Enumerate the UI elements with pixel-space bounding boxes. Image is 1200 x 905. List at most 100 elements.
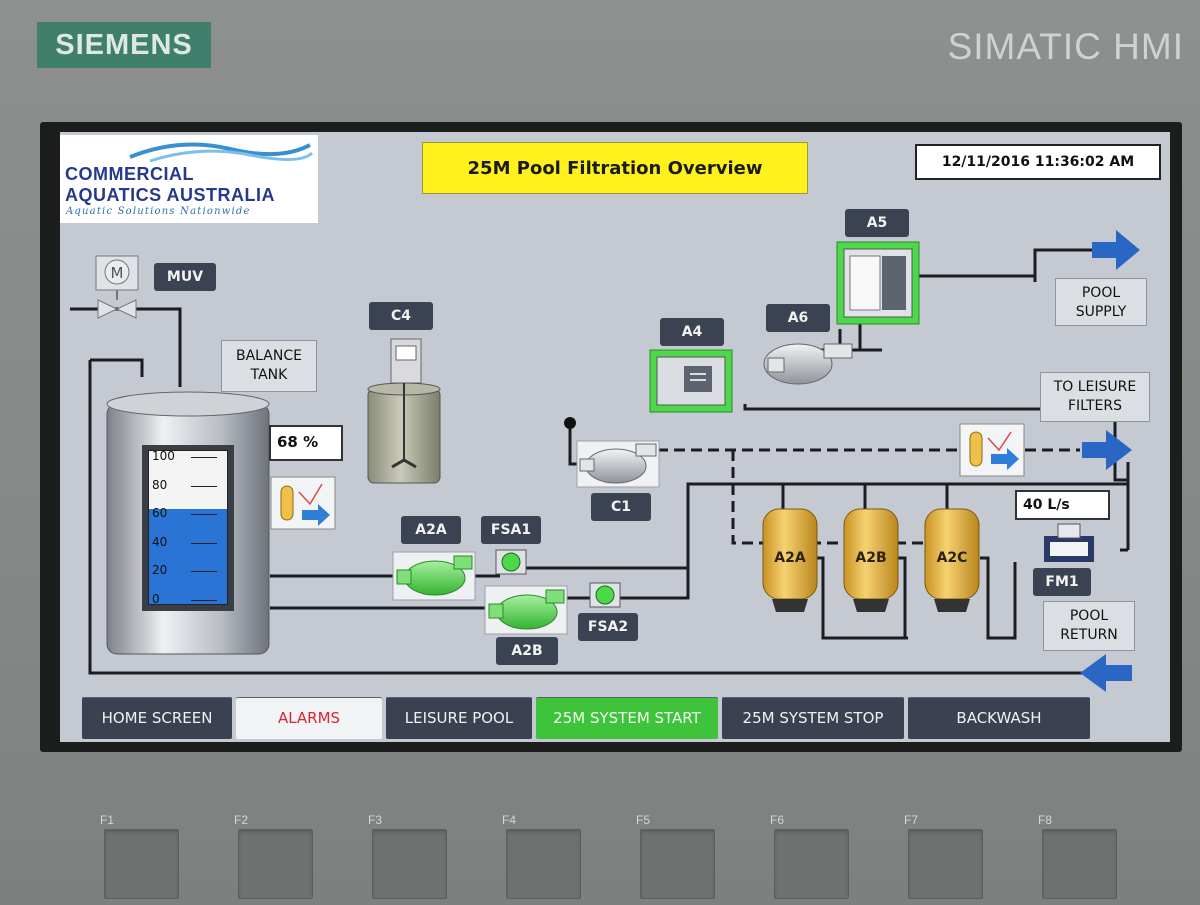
flow-rate-value: 40 L/s: [1015, 490, 1110, 520]
nav-25m-system-start-button[interactable]: 25M SYSTEM START: [536, 697, 718, 739]
pool-supply-arrow-icon: [1092, 230, 1140, 270]
tank-scale-label: 40: [152, 534, 168, 549]
function-key-label: F4: [502, 813, 517, 827]
filter-a2a-icon: [762, 508, 818, 612]
trend-icon: [270, 476, 336, 530]
tank-level-fill: [149, 509, 227, 604]
pool-return-arrow-icon: [1080, 654, 1132, 692]
function-key-f5[interactable]: [640, 829, 715, 899]
function-key-label: F5: [636, 813, 651, 827]
tank-scale-tick: [191, 457, 217, 458]
pool-return-label-line-1: POOL: [1069, 608, 1109, 624]
tank-scale-label: 100: [152, 449, 175, 463]
balance-tank-label-line-2: TANK: [250, 367, 288, 383]
tag-fsa1[interactable]: FSA1: [481, 516, 541, 544]
tank-scale-label: 80: [152, 477, 168, 492]
pool-supply-label-line-1: POOL: [1081, 285, 1121, 301]
fsa2-indicator-icon: [589, 582, 621, 608]
filter-a2b-label: A2B: [855, 550, 887, 566]
function-key-f2[interactable]: [238, 829, 313, 899]
a2b-pump-icon: [484, 585, 568, 635]
filter-a2c-icon: [924, 508, 980, 612]
function-key-f7[interactable]: [908, 829, 983, 899]
a4-controller-icon: [649, 349, 733, 413]
function-key-f8[interactable]: [1042, 829, 1117, 899]
tag-a2b-pump[interactable]: A2B: [496, 637, 558, 665]
nav-backwash-button[interactable]: BACKWASH: [908, 697, 1090, 739]
wave-icon: [129, 142, 314, 163]
company-logo: COMMERCIAL AQUATICS AUSTRALIA Aquatic So…: [60, 135, 318, 223]
a6-pump-icon: [763, 343, 853, 385]
function-key-label: F3: [368, 813, 383, 827]
nav-leisure-pool-button[interactable]: LEISURE POOL: [386, 697, 532, 739]
balance-tank-label-line-1: BALANCE: [236, 348, 302, 364]
tank-level-scale: 100 80 60 40 20 0: [149, 449, 227, 606]
nav-home-screen-button[interactable]: HOME SCREEN: [82, 697, 232, 739]
tag-fm1[interactable]: FM1: [1033, 568, 1091, 596]
tank-scale-label: 20: [152, 563, 168, 578]
model-name: SIMATIC HMI: [947, 26, 1184, 67]
tank-scale-tick: [191, 514, 217, 516]
function-key-f6[interactable]: [774, 829, 849, 899]
function-key-f3[interactable]: [372, 829, 447, 899]
filter-vessels: [762, 508, 980, 612]
c1-pump-icon: [576, 440, 660, 488]
leisure-filters-label: TO LEISURE FILTERS: [1040, 372, 1150, 422]
page-title: 25M Pool Filtration Overview: [422, 142, 808, 194]
svg-text:M: M: [111, 264, 124, 282]
a2a-pump-icon: [392, 551, 476, 601]
c1-sensor-icon: [564, 417, 576, 429]
leisure-filters-label-line-1: TO LEISURE: [1053, 379, 1137, 395]
hmi-screen: M: [60, 132, 1170, 742]
process-pipes: [70, 248, 1130, 675]
function-key-label: F1: [100, 813, 115, 827]
logo-line-1: COMMERCIAL: [65, 164, 194, 184]
filter-a2a-label: A2A: [774, 550, 806, 566]
tag-muv[interactable]: MUV: [154, 263, 216, 291]
function-key-f4[interactable]: [506, 829, 581, 899]
leisure-trend-icon: [959, 423, 1025, 477]
tag-a5[interactable]: A5: [845, 209, 909, 237]
flow-arrows: [1080, 230, 1140, 692]
nav-25m-system-stop-button[interactable]: 25M SYSTEM STOP: [722, 697, 904, 739]
tank-level-value: 68 %: [269, 425, 343, 461]
tank-scale-tick: [191, 542, 217, 544]
fm1-flowmeter-icon: [1044, 523, 1094, 562]
tank-scale-label: 0: [152, 592, 160, 606]
nav-alarms-button[interactable]: ALARMS: [236, 697, 382, 739]
tag-a6[interactable]: A6: [766, 304, 830, 332]
tank-level-gauge: 100 80 60 40 20 0: [148, 449, 228, 606]
tag-c4[interactable]: C4: [369, 302, 433, 330]
tag-c1[interactable]: C1: [591, 493, 651, 521]
datetime-display: 12/11/2016 11:36:02 AM: [915, 144, 1161, 180]
logo-tagline: Aquatic Solutions Nationwide: [66, 206, 251, 217]
pool-return-label-line-2: RETURN: [1060, 627, 1118, 643]
process-diagram: M: [70, 230, 1140, 692]
pool-supply-label-line-2: SUPPLY: [1075, 304, 1127, 320]
function-key-f1[interactable]: [104, 829, 179, 899]
tank-scale-tick: [191, 571, 217, 573]
tag-fsa2[interactable]: FSA2: [578, 613, 638, 641]
tank-scale-label: 60: [152, 506, 168, 521]
filter-a2c-label: A2C: [936, 550, 968, 566]
balance-tank-label: BALANCE TANK: [221, 340, 317, 392]
siemens-logo: SIEMENS: [37, 22, 211, 68]
muv-valve-icon: M: [95, 255, 139, 319]
tag-a2a-pump[interactable]: A2A: [401, 516, 461, 544]
function-key-label: F2: [234, 813, 249, 827]
a5-drive-icon: [836, 241, 920, 325]
tank-scale-tick: [191, 485, 217, 487]
fsa1-indicator-icon: [495, 549, 527, 575]
pool-supply-label: POOL SUPPLY: [1055, 278, 1147, 326]
function-key-label: F8: [1038, 813, 1053, 827]
logo-line-2: AQUATICS AUSTRALIA: [65, 185, 275, 205]
tank-scale-tick: [191, 600, 217, 601]
tag-a4[interactable]: A4: [660, 318, 724, 346]
filter-a2b-icon: [843, 508, 899, 612]
function-key-label: F6: [770, 813, 785, 827]
leisure-filters-label-line-2: FILTERS: [1067, 398, 1123, 414]
function-key-label: F7: [904, 813, 919, 827]
c4-dosing-tank-icon: [367, 338, 441, 484]
pool-return-label: POOL RETURN: [1043, 601, 1135, 651]
leisure-arrow-icon: [1082, 430, 1132, 470]
